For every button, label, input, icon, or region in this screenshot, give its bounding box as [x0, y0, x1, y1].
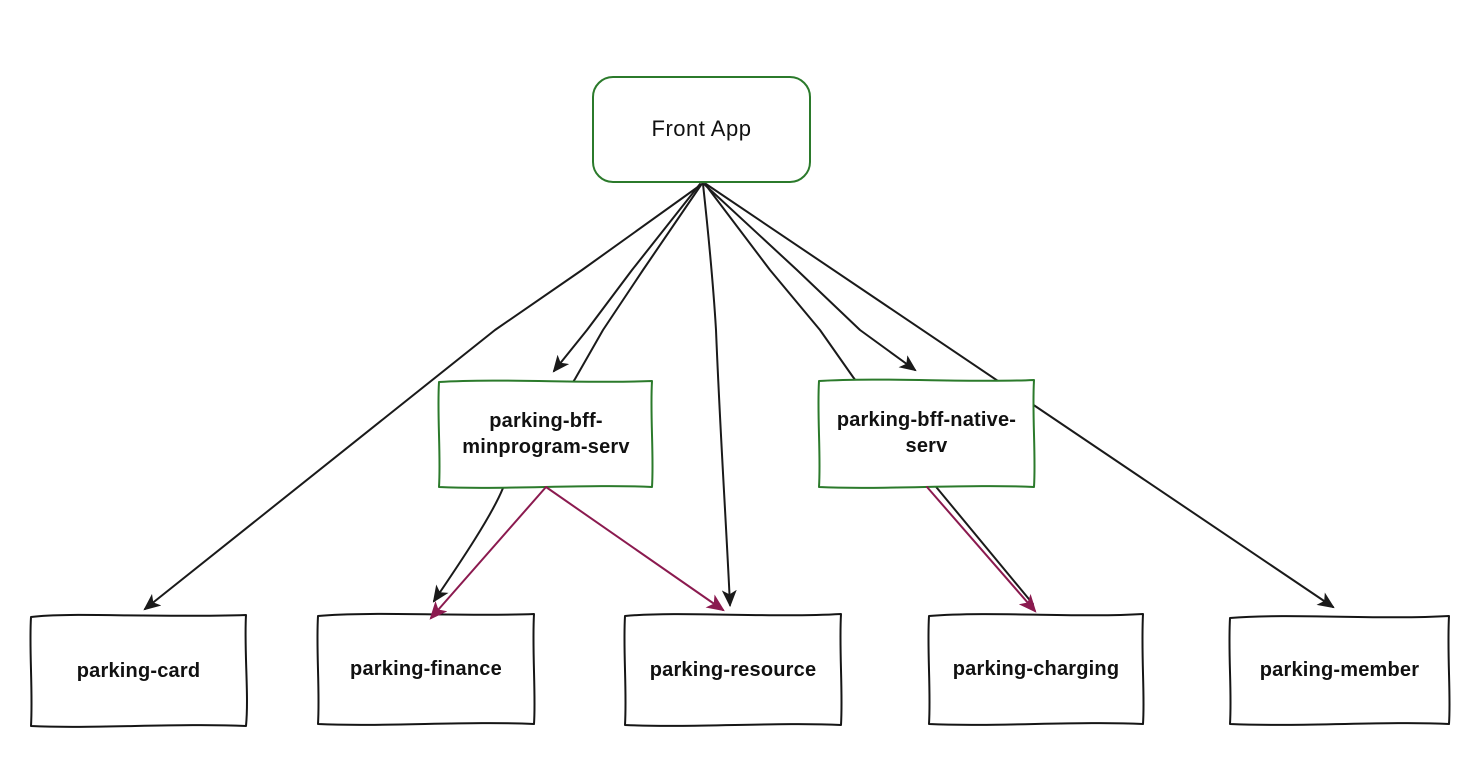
node-box-parking-resource	[623, 613, 843, 727]
edge-front-app-parking-finance	[432, 184, 702, 603]
edge-parking-bff-native-serv-parking-charging	[926, 486, 1037, 613]
edge-front-app-parking-charging	[704, 183, 1034, 605]
node-box-front-app	[592, 76, 811, 183]
edge-parking-bff-minprogram-serv-parking-finance	[429, 486, 547, 620]
edge-front-app-parking-bff-minprogram-serv	[552, 183, 701, 373]
node-box-parking-finance	[316, 612, 536, 726]
edge-front-app-parking-resource	[702, 183, 737, 608]
node-box-parking-bff-native-serv	[817, 378, 1036, 489]
edge-parking-bff-minprogram-serv-parking-resource	[545, 486, 725, 612]
edge-front-app-parking-card	[143, 183, 703, 611]
node-box-parking-charging	[927, 613, 1145, 726]
node-box-parking-member	[1228, 615, 1451, 726]
edge-front-app-parking-bff-native-serv	[703, 183, 917, 372]
node-box-parking-card	[29, 613, 248, 728]
node-box-parking-bff-minprogram-serv	[437, 379, 654, 489]
